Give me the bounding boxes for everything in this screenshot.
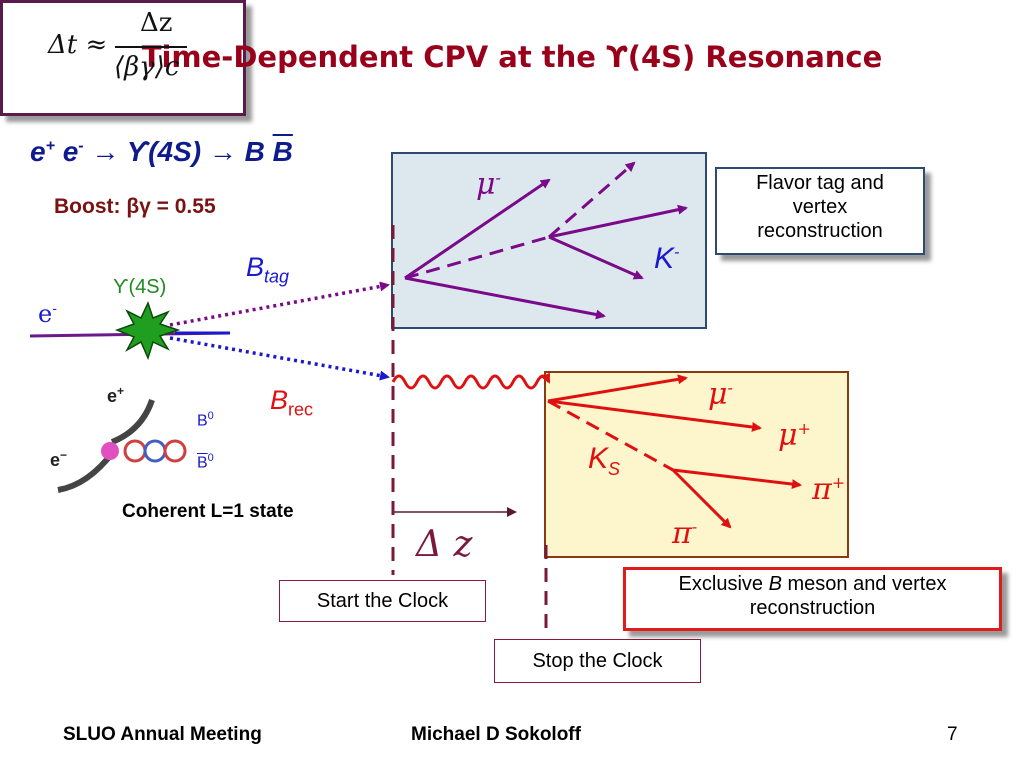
tag-vertex-panel — [391, 152, 707, 329]
formula-fraction-bar — [115, 46, 187, 48]
b0bar-sup: 0 — [207, 452, 214, 464]
inset-e-plus-sup: + — [117, 384, 125, 398]
brec-text: B — [270, 385, 289, 415]
upsilon-small-label: ϒ(4S) — [113, 276, 167, 298]
inset-b-pair-helix-mid — [143, 439, 167, 463]
exclusive-reco-text: Exclusive B meson and vertex reconstruct… — [626, 570, 999, 622]
charm-dashed-continuation — [548, 161, 636, 239]
b0bar-label: B0 — [197, 452, 214, 472]
flavor-tag-text: Flavor tag and vertex reconstruction — [756, 172, 884, 242]
beam-e-minus-sup: - — [52, 301, 57, 317]
inset-collision-point — [101, 442, 119, 460]
footer-meeting: SLUO Annual Meeting — [63, 724, 262, 745]
btag-text: B — [246, 252, 265, 282]
footer-page-number: 7 — [947, 724, 958, 745]
rec-vertex-panel — [544, 371, 849, 558]
start-clock-box: Start the Clock — [279, 580, 486, 622]
inset-e-minus-label: e− — [50, 448, 67, 471]
pi-plus-sup: + — [831, 473, 846, 492]
tag-mu-label: μ- — [476, 167, 501, 202]
reaction-e-plus: e — [30, 136, 46, 167]
rec-mu-minus-text: μ — [708, 377, 728, 412]
exclusive-post: meson and vertex reconstruction — [749, 573, 947, 619]
inset-illustration — [57, 398, 187, 493]
inset-e-minus-text: e — [50, 450, 61, 470]
kaon-track — [548, 235, 644, 280]
ks-label: KS — [588, 442, 620, 480]
collision-star-icon — [114, 300, 181, 361]
ks-text: K — [588, 442, 609, 475]
formula-lhs: Δt ≈ — [48, 30, 108, 60]
reaction-e-minus: e — [62, 136, 79, 167]
brec-wavy-track — [391, 372, 551, 390]
pi-minus-text: π — [672, 516, 692, 551]
exclusive-reco-box: Exclusive B meson and vertex reconstruct… — [623, 567, 1002, 631]
b0bar-text: B — [197, 454, 208, 472]
footer-author: Michael D Sokoloff — [411, 724, 581, 745]
reaction-e-plus-sup: + — [45, 137, 55, 155]
beam-e-minus-text: e — [38, 300, 53, 328]
brec-label: Brec — [270, 385, 313, 420]
slide-title: Time-Dependent CPV at the ϒ(4S) Resonanc… — [141, 40, 883, 74]
rec-mu-plus-track — [547, 399, 762, 432]
rec-mu-minus-track — [547, 374, 688, 403]
pi-minus-track — [671, 468, 732, 529]
kaon-text: K — [654, 242, 675, 275]
btag-sub: tag — [264, 266, 290, 287]
pi-minus-sup: - — [691, 517, 698, 536]
rec-mu-plus-label: μ+ — [778, 418, 811, 453]
mu-minus-track — [404, 178, 551, 280]
ks-dashed-track — [547, 399, 674, 472]
beam-e-minus-label: e- — [38, 300, 57, 328]
b0-sup: 0 — [207, 410, 214, 422]
exclusive-pre: Exclusive — [678, 573, 769, 595]
exclusive-b: B — [768, 573, 782, 595]
brec-dotted-track — [169, 336, 390, 381]
reaction-upsilon: ϒ(4S) — [127, 136, 202, 167]
flavor-tag-box: Flavor tag and vertex reconstruction — [715, 167, 925, 255]
reaction-arrow-2: → — [208, 136, 237, 167]
rec-mu-plus-sup: + — [797, 419, 811, 438]
reaction-bbar: B — [272, 136, 293, 167]
tag-side-track-lower — [404, 276, 606, 320]
formula-box: Δt ≈ Δz ⟨βγ⟩c — [0, 0, 246, 116]
pi-plus-text: π — [812, 472, 832, 507]
rec-mu-minus-label: μ- — [708, 377, 733, 412]
inset-e-plus-text: e — [107, 386, 118, 406]
brec-sub: rec — [288, 399, 314, 420]
inset-e-plus-label: e+ — [107, 384, 124, 407]
rec-mu-minus-sup: - — [727, 378, 733, 397]
inset-e-plus-arrow — [110, 398, 155, 445]
stop-clock-box: Stop the Clock — [494, 639, 701, 683]
charm-dashed-track — [404, 235, 550, 280]
b0-label: B0 — [197, 410, 214, 430]
tag-mu-sup: - — [495, 168, 501, 187]
inset-e-minus-sup: − — [60, 448, 68, 462]
coherent-state-label: Coherent L=1 state — [122, 501, 294, 522]
reaction-b: B — [244, 136, 265, 167]
reaction-e-minus-sup: - — [78, 137, 84, 155]
rec-mu-plus-text: μ — [778, 418, 798, 453]
delta-z-label: Δ z — [416, 524, 473, 565]
tag-side-track-upper — [548, 204, 688, 239]
formula-denominator: ⟨βγ⟩c — [114, 52, 180, 82]
pi-minus-label: π- — [672, 516, 697, 551]
formula-numerator: Δz — [140, 8, 173, 38]
pi-plus-track — [672, 468, 802, 490]
inset-b-pair-helix-left — [123, 439, 147, 463]
reaction-arrow-1: → — [91, 136, 120, 167]
kaon-sup: - — [674, 244, 680, 261]
btag-label: Btag — [246, 252, 289, 287]
boost-label: Boost: βγ = 0.55 — [54, 195, 216, 218]
pi-plus-label: π+ — [812, 472, 845, 507]
kaon-label: K- — [654, 242, 679, 276]
b0-text: B — [197, 412, 208, 430]
btag-dotted-track — [169, 281, 390, 327]
tag-mu-text: μ — [476, 167, 496, 202]
reaction-equation: e+ e- → ϒ(4S) → B B — [30, 136, 293, 168]
inset-b-pair-helix-right — [163, 439, 187, 463]
ks-sub: S — [608, 459, 621, 479]
